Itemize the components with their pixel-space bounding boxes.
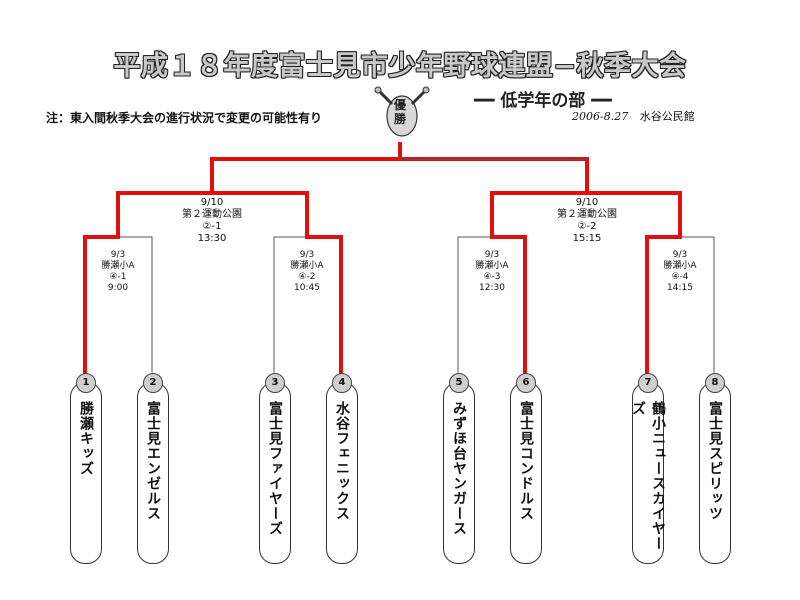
team-name: 富士見ファイヤーズ: [267, 401, 283, 536]
team-card-8: 8 富士見スピリッツ: [699, 373, 731, 564]
team-number-badge: 1: [76, 373, 96, 393]
winner-line: [490, 191, 589, 239]
match-date: 9/3: [110, 250, 126, 260]
match-venue: 勝瀬小A: [663, 261, 697, 271]
bracket-line: [457, 236, 493, 373]
match-info-4: 9/3 勝瀬小A ④-4 14:15: [663, 250, 696, 294]
schedule-note: 注：東入間秋季大会の進行状況で変更の可能性有り: [46, 111, 323, 125]
team-name: 富士見スピリッツ: [707, 401, 723, 521]
team-number-badge: 2: [143, 373, 163, 393]
team-card-2: 2 富士見エンゼルス: [137, 373, 169, 564]
bracket-line: [117, 236, 153, 373]
semi-info-1: 9/10 第２運動公園 ②-1 13:30: [182, 197, 242, 245]
team-number-badge: 7: [638, 373, 658, 393]
match-time: 12:30: [479, 283, 505, 293]
team-card-1: 1 勝瀬キッズ: [70, 373, 102, 564]
winner-line: [398, 157, 589, 195]
match-game: ④-1: [109, 272, 127, 282]
team-number-badge: 5: [449, 373, 469, 393]
winner-line: [645, 235, 682, 374]
match-time: 15:15: [572, 233, 602, 244]
match-venue: 勝瀬小A: [290, 261, 324, 271]
match-date: 9/10: [575, 197, 599, 208]
match-info-2: 9/3 勝瀬小A ④-2 10:45: [290, 250, 323, 294]
team-number-badge: 4: [332, 373, 352, 393]
match-time: 14:15: [667, 283, 693, 293]
winner-line: [210, 157, 402, 195]
issue-venue: 水谷公民館: [639, 110, 695, 123]
issue-date: 2006-8.27: [572, 110, 629, 123]
match-venue: 勝瀬小A: [475, 261, 509, 271]
team-card-7: 7 鶴小ニュースカイヤーズ: [630, 373, 666, 564]
winner-line: [490, 235, 527, 374]
match-time: 13:30: [197, 233, 227, 244]
team-card-4: 4 水谷フェニックス: [326, 373, 358, 564]
winner-line: [116, 191, 214, 239]
match-venue: 第２運動公園: [182, 209, 242, 220]
team-name: 水谷フェニックス: [334, 401, 350, 521]
semi-info-2: 9/10 第２運動公園 ②-2 15:15: [557, 197, 617, 245]
winner-line: [210, 191, 309, 239]
team-number-badge: 6: [516, 373, 536, 393]
match-game: ④-3: [483, 272, 501, 282]
winner-line: [83, 235, 120, 374]
team-card-5: 5 みずほ台ヤンガース: [443, 373, 475, 564]
match-venue: 勝瀬小A: [101, 261, 135, 271]
match-game: ②-1: [202, 221, 222, 232]
team-name: 富士見コンドルス: [518, 401, 534, 521]
match-date: 9/3: [484, 250, 500, 260]
match-time: 10:45: [294, 283, 320, 293]
match-date: 9/3: [299, 250, 315, 260]
team-name: 鶴小ニュースカイヤーズ: [630, 401, 666, 551]
team-name: みずほ台ヤンガース: [451, 401, 467, 536]
team-card-3: 3 富士見ファイヤーズ: [259, 373, 291, 564]
match-info-1: 9/3 勝瀬小A ④-1 9:00: [101, 250, 134, 294]
match-game: ②-2: [577, 221, 597, 232]
match-game: ④-2: [298, 272, 316, 282]
team-number-badge: 8: [705, 373, 725, 393]
bracket-line: [273, 236, 308, 373]
winner-line: [585, 191, 682, 239]
match-date: 9/3: [672, 250, 688, 260]
team-number-badge: 3: [265, 373, 285, 393]
team-name: 勝瀬キッズ: [78, 401, 94, 476]
team-card-6: 6 富士見コンドルス: [510, 373, 542, 564]
match-time: 9:00: [107, 283, 129, 293]
match-info-3: 9/3 勝瀬小A ④-3 12:30: [475, 250, 508, 294]
page-title: 平成１８年度富士見市少年野球連盟−秋季大会: [113, 51, 687, 82]
champion-label: 優勝: [393, 98, 406, 126]
team-name: 富士見エンゼルス: [145, 401, 161, 521]
match-venue: 第２運動公園: [557, 209, 617, 220]
match-date: 9/10: [200, 197, 224, 208]
bracket-line: [679, 236, 715, 373]
division-subtitle: ━━ 低学年の部 ━━: [474, 91, 612, 111]
date-venue: 2006-8.27 水谷公民館: [572, 108, 695, 124]
match-game: ④-4: [671, 272, 689, 282]
trophy-icon: [374, 86, 430, 137]
winner-line: [305, 235, 343, 374]
